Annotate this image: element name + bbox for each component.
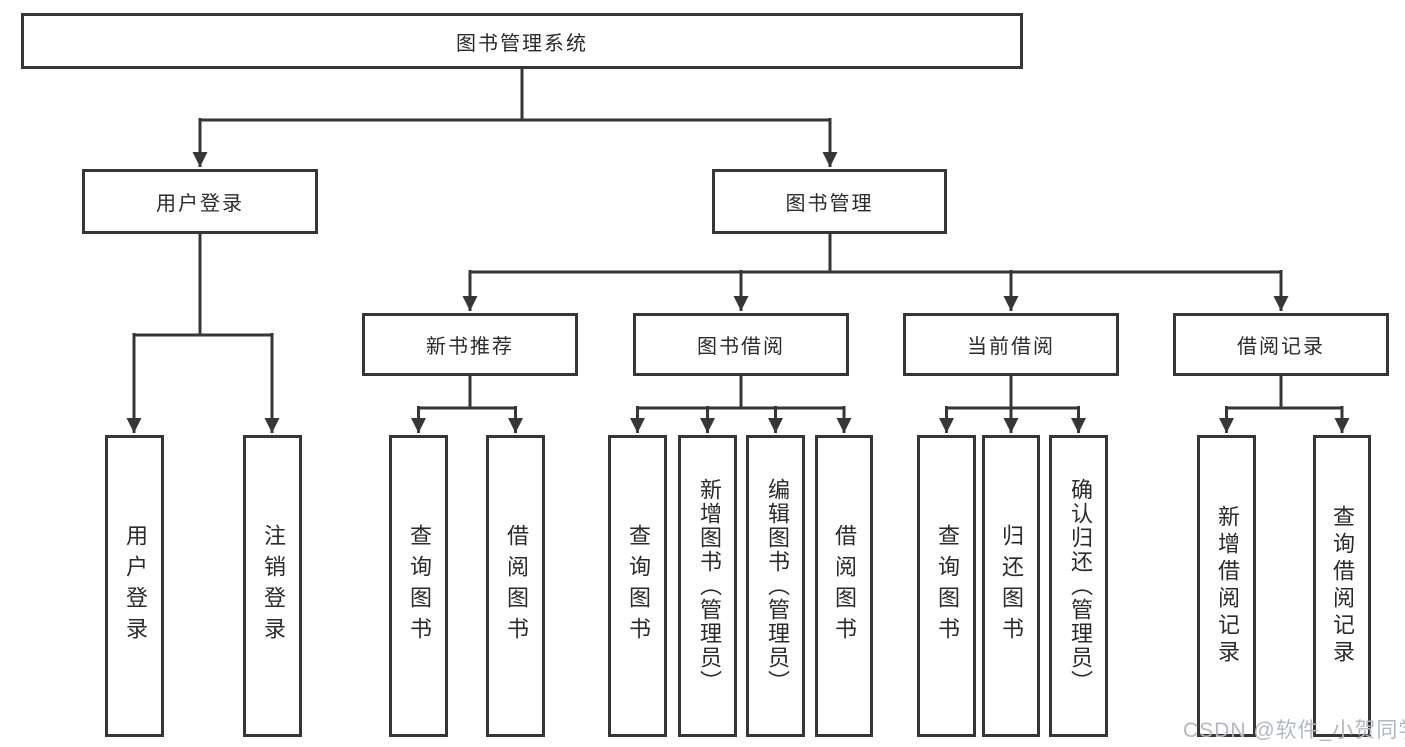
leaf-newbooks-borrow-books: 借阅图书 [486,435,545,737]
node-root-system: 图书管理系统 [21,13,1023,69]
leaf-records-query-record: 查询借阅记录 [1313,435,1371,737]
node-book-borrowing: 图书借阅 [633,313,849,376]
leaf-borrowing-edit-books-admin: 编辑图书（管理员） [746,435,805,737]
leaf-borrowing-query-books: 查询图书 [608,435,667,737]
leaf-borrowing-add-books-admin: 新增图书（管理员） [678,435,737,737]
node-current-borrowing: 当前借阅 [903,313,1119,376]
leaf-current-return-books: 归还图书 [982,435,1040,737]
leaf-current-confirm-return-admin: 确认归还（管理员） [1049,435,1108,737]
node-borrowing-records: 借阅记录 [1173,313,1389,376]
node-book-management: 图书管理 [712,169,947,234]
leaf-borrowing-borrow-books: 借阅图书 [815,435,873,737]
leaf-newbooks-query-books: 查询图书 [389,435,448,737]
leaf-logout: 注销登录 [243,435,302,737]
leaf-records-add-record: 新增借阅记录 [1197,435,1256,737]
csdn-watermark: CSDN @软件_小贺同学 [1183,719,1405,742]
node-new-book-recommend: 新书推荐 [362,313,578,376]
leaf-current-query-books: 查询图书 [917,435,976,737]
node-user-login: 用户登录 [82,169,318,234]
leaf-user-login: 用户登录 [105,435,164,737]
